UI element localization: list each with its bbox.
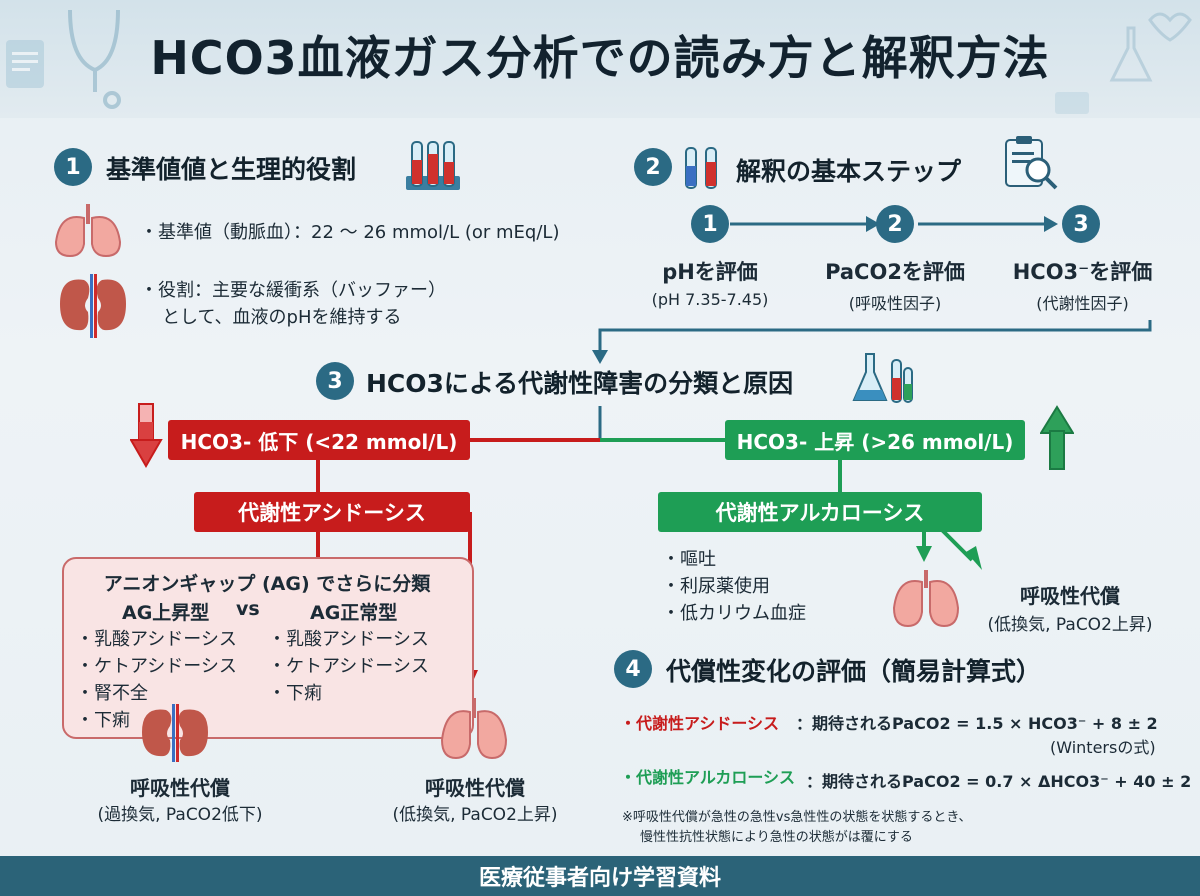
classification-tree-lines (316, 406, 982, 688)
lungs-icon (440, 698, 508, 760)
step3-sub: (代謝性因子) (1036, 294, 1129, 313)
alkalosis-cause: ・低カリウム血症 (662, 603, 806, 624)
note-line1: ※呼吸性代償が急性の急性vs急性性の状態を状態するとき、 (622, 810, 972, 825)
note-line2: 慢性性抗性状態により急性の状態がは覆にする (640, 830, 913, 845)
right-comp-sub: (低換気, PaCO2上昇) (987, 615, 1153, 635)
right-comp-title: 呼吸性代償 (1020, 584, 1120, 608)
ag-normal-item: ・下痢 (268, 683, 322, 704)
kidneys-icon (60, 274, 126, 338)
left-comp-title: 呼吸性代償 (130, 776, 230, 800)
section4-title: 代償性変化の評価（簡易計算式） (666, 657, 1042, 686)
hco3-low-label: HCO3- 低下 (<22 mmol/L) (168, 420, 470, 460)
up-arrow-icon (1040, 405, 1074, 470)
step2-label: PaCO2を評価 (825, 260, 965, 284)
section2-number: 2 (634, 148, 672, 186)
ag-high-type: AG上昇型 (122, 602, 210, 624)
ag-title: アニオンギャップ (AG) でさらに分類 (103, 573, 431, 595)
flask-icon (1109, 26, 1153, 82)
step3-circle: 3 (1062, 205, 1100, 243)
step1-label: pHを評価 (662, 260, 758, 284)
step1-sub: (pH 7.35-7.45) (651, 290, 769, 309)
acidosis-formula: ：期待されるPaCO2 = 1.5 × HCO3⁻ + 8 ± 2 (796, 714, 1158, 733)
step2-sub: (呼吸性因子) (848, 294, 942, 313)
steps-flow-arrows (730, 216, 1058, 232)
step3-label: HCO3⁻を評価 (1012, 260, 1153, 284)
ag-high-item: ・乳酸アシドーシス (76, 629, 237, 650)
footer-banner: 医療従事者向け学習資料 (0, 856, 1200, 896)
mid-comp-title: 呼吸性代償 (425, 776, 525, 800)
page-title: HCO3血液ガス分析での読み方と解釈方法 (150, 31, 1050, 85)
alkalosis-cause: ・利尿薬使用 (662, 576, 770, 597)
ag-normal-type: AG正常型 (310, 602, 398, 624)
step2-circle: 2 (876, 205, 914, 243)
ag-high-item: ・腎不全 (76, 683, 148, 704)
acidosis-formula-label: ・代謝性アシドーシス (620, 714, 780, 733)
step1-circle: 1 (691, 205, 729, 243)
section4-number: 4 (614, 650, 652, 688)
section1-title: 基準値値と生理的役割 (106, 155, 357, 184)
mid-comp-sub: (低換気, PaCO2上昇) (392, 805, 558, 825)
test-tubes-icon (685, 147, 717, 189)
winters-note: (Wintersの式) (1050, 738, 1156, 757)
ag-normal-item: ・乳酸アシドーシス (268, 629, 429, 650)
header-decoration (6, 9, 1192, 114)
lab-glassware-icon (852, 353, 913, 403)
heart-icon (1148, 12, 1192, 42)
alkalosis-formula: ：期待されるPaCO2 = 0.7 × ΔHCO3⁻ + 40 ± 2 (806, 772, 1192, 791)
reference-value-text: ・基準値（動脈血）：22 〜 26 mmol/L (or mEq/L) (140, 222, 560, 243)
medical-case-icon (1055, 92, 1089, 114)
ag-vs: vs (236, 598, 260, 620)
ag-high-item: ・下痢 (76, 710, 130, 731)
kidneys-icon (142, 704, 208, 762)
section3-title: HCO3による代謝性障害の分類と原因 (366, 369, 794, 398)
test-tubes-icon (406, 141, 460, 190)
magnifier-clipboard-icon (1005, 136, 1058, 190)
ag-normal-item: ・ケトアシドーシス (268, 656, 429, 677)
anion-gap-box (62, 557, 474, 739)
section1-number: 1 (54, 148, 92, 186)
steps-to-classification-connector (592, 320, 1152, 364)
metabolic-acidosis-box: 代謝性アシドーシス (194, 492, 470, 532)
header-band (0, 0, 1200, 118)
alkalosis-formula-label: ・代謝性アルカローシス (620, 768, 796, 787)
left-comp-sub: (過換気, PaCO2低下) (97, 805, 263, 825)
ag-high-item: ・ケトアシドーシス (76, 656, 237, 677)
lungs-icon (892, 570, 960, 628)
down-arrow-icon (130, 403, 163, 469)
alkalosis-cause: ・嘔吐 (662, 549, 716, 570)
hco3-high-label: HCO3- 上昇 (>26 mmol/L) (725, 420, 1025, 460)
metabolic-alkalosis-box: 代謝性アルカローシス (658, 492, 982, 532)
section2-title: 解釈の基本ステップ (736, 157, 962, 186)
role-text-line2: として、血液のpHを維持する (162, 307, 402, 328)
stethoscope-icon (68, 9, 121, 109)
lungs-icon (54, 204, 122, 258)
section3-number: 3 (316, 362, 354, 400)
role-text-line1: ・役割：主要な緩衝系（バッファー） (140, 280, 446, 301)
clipboard-icon (6, 40, 44, 88)
